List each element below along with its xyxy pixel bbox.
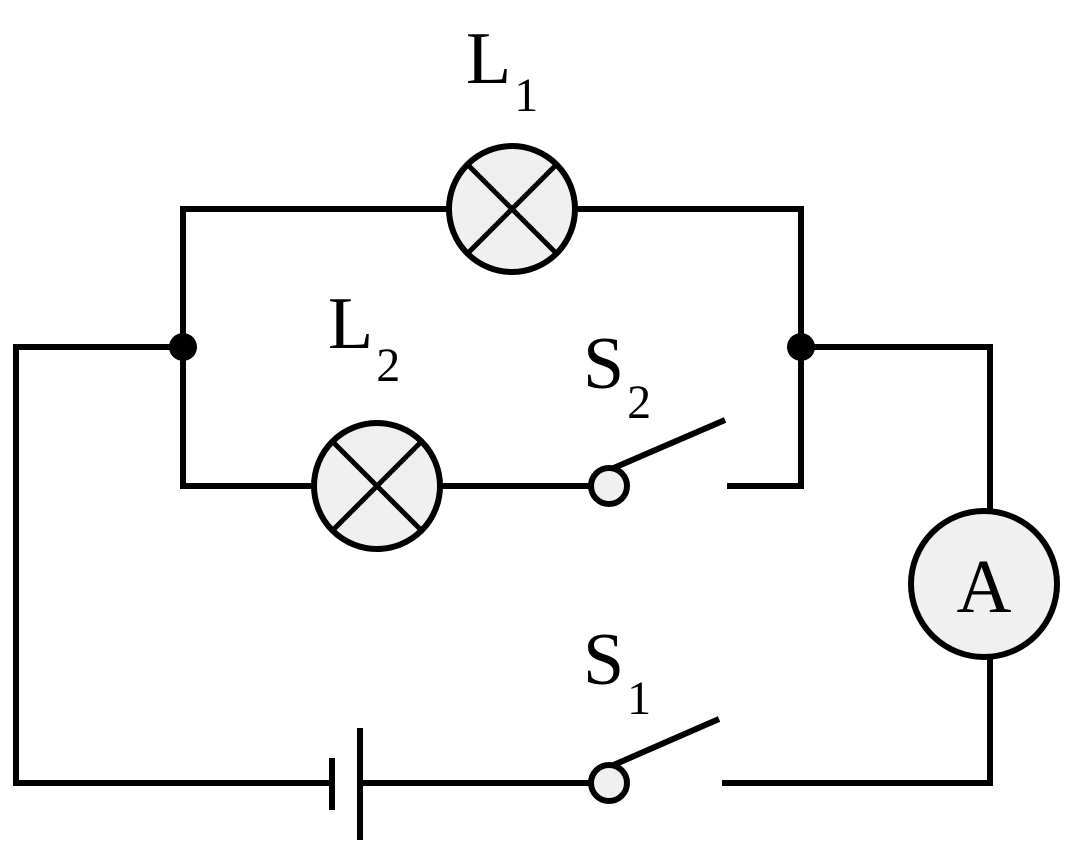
lamp-cross-icon [330,439,424,533]
wire-top-branch-left [180,206,449,347]
ammeter-body [908,508,1060,660]
junction-dot-right [787,333,815,361]
wire-top-branch-right [575,206,804,347]
wire-ammeter-to-right-junction [801,344,993,510]
lamp-l2-label: L2 [328,283,400,392]
switch-s1-subscript: 1 [627,672,651,725]
wires [13,206,993,786]
wire-middle-branch-left [180,347,315,489]
lamp-l2-letter: L [328,283,373,365]
switch-s1-blade [607,716,721,770]
lamp-l1-label: L1 [466,18,538,122]
ammeter-letter: A [957,545,1012,629]
junction-dot-left [169,333,197,361]
lamp-l2-subscript: 2 [376,339,400,392]
wire-main-left [13,344,332,786]
switch-s2-letter: S [583,323,624,405]
switch-s1 [588,716,721,804]
ammeter: A [908,508,1060,660]
lamp-l1-subscript: 1 [514,69,538,122]
lamp-l1 [446,143,578,275]
switch-s2-pivot [588,465,630,507]
switch-s2 [588,417,727,507]
wire-s1-to-ammeter [722,658,993,786]
lamp-l2 [311,420,443,552]
switch-s1-pivot [588,762,630,804]
switch-s2-label: S2 [583,323,651,429]
switch-s1-label: S1 [583,619,651,725]
wire-s2-to-right-junction [727,347,804,489]
switch-s2-subscript: 2 [627,376,651,429]
lamp-cross-icon [465,162,559,256]
battery-cell-icon [329,728,363,840]
switch-s1-letter: S [583,619,624,701]
switch-s2-blade [607,417,727,473]
lamp-l1-letter: L [466,18,511,100]
